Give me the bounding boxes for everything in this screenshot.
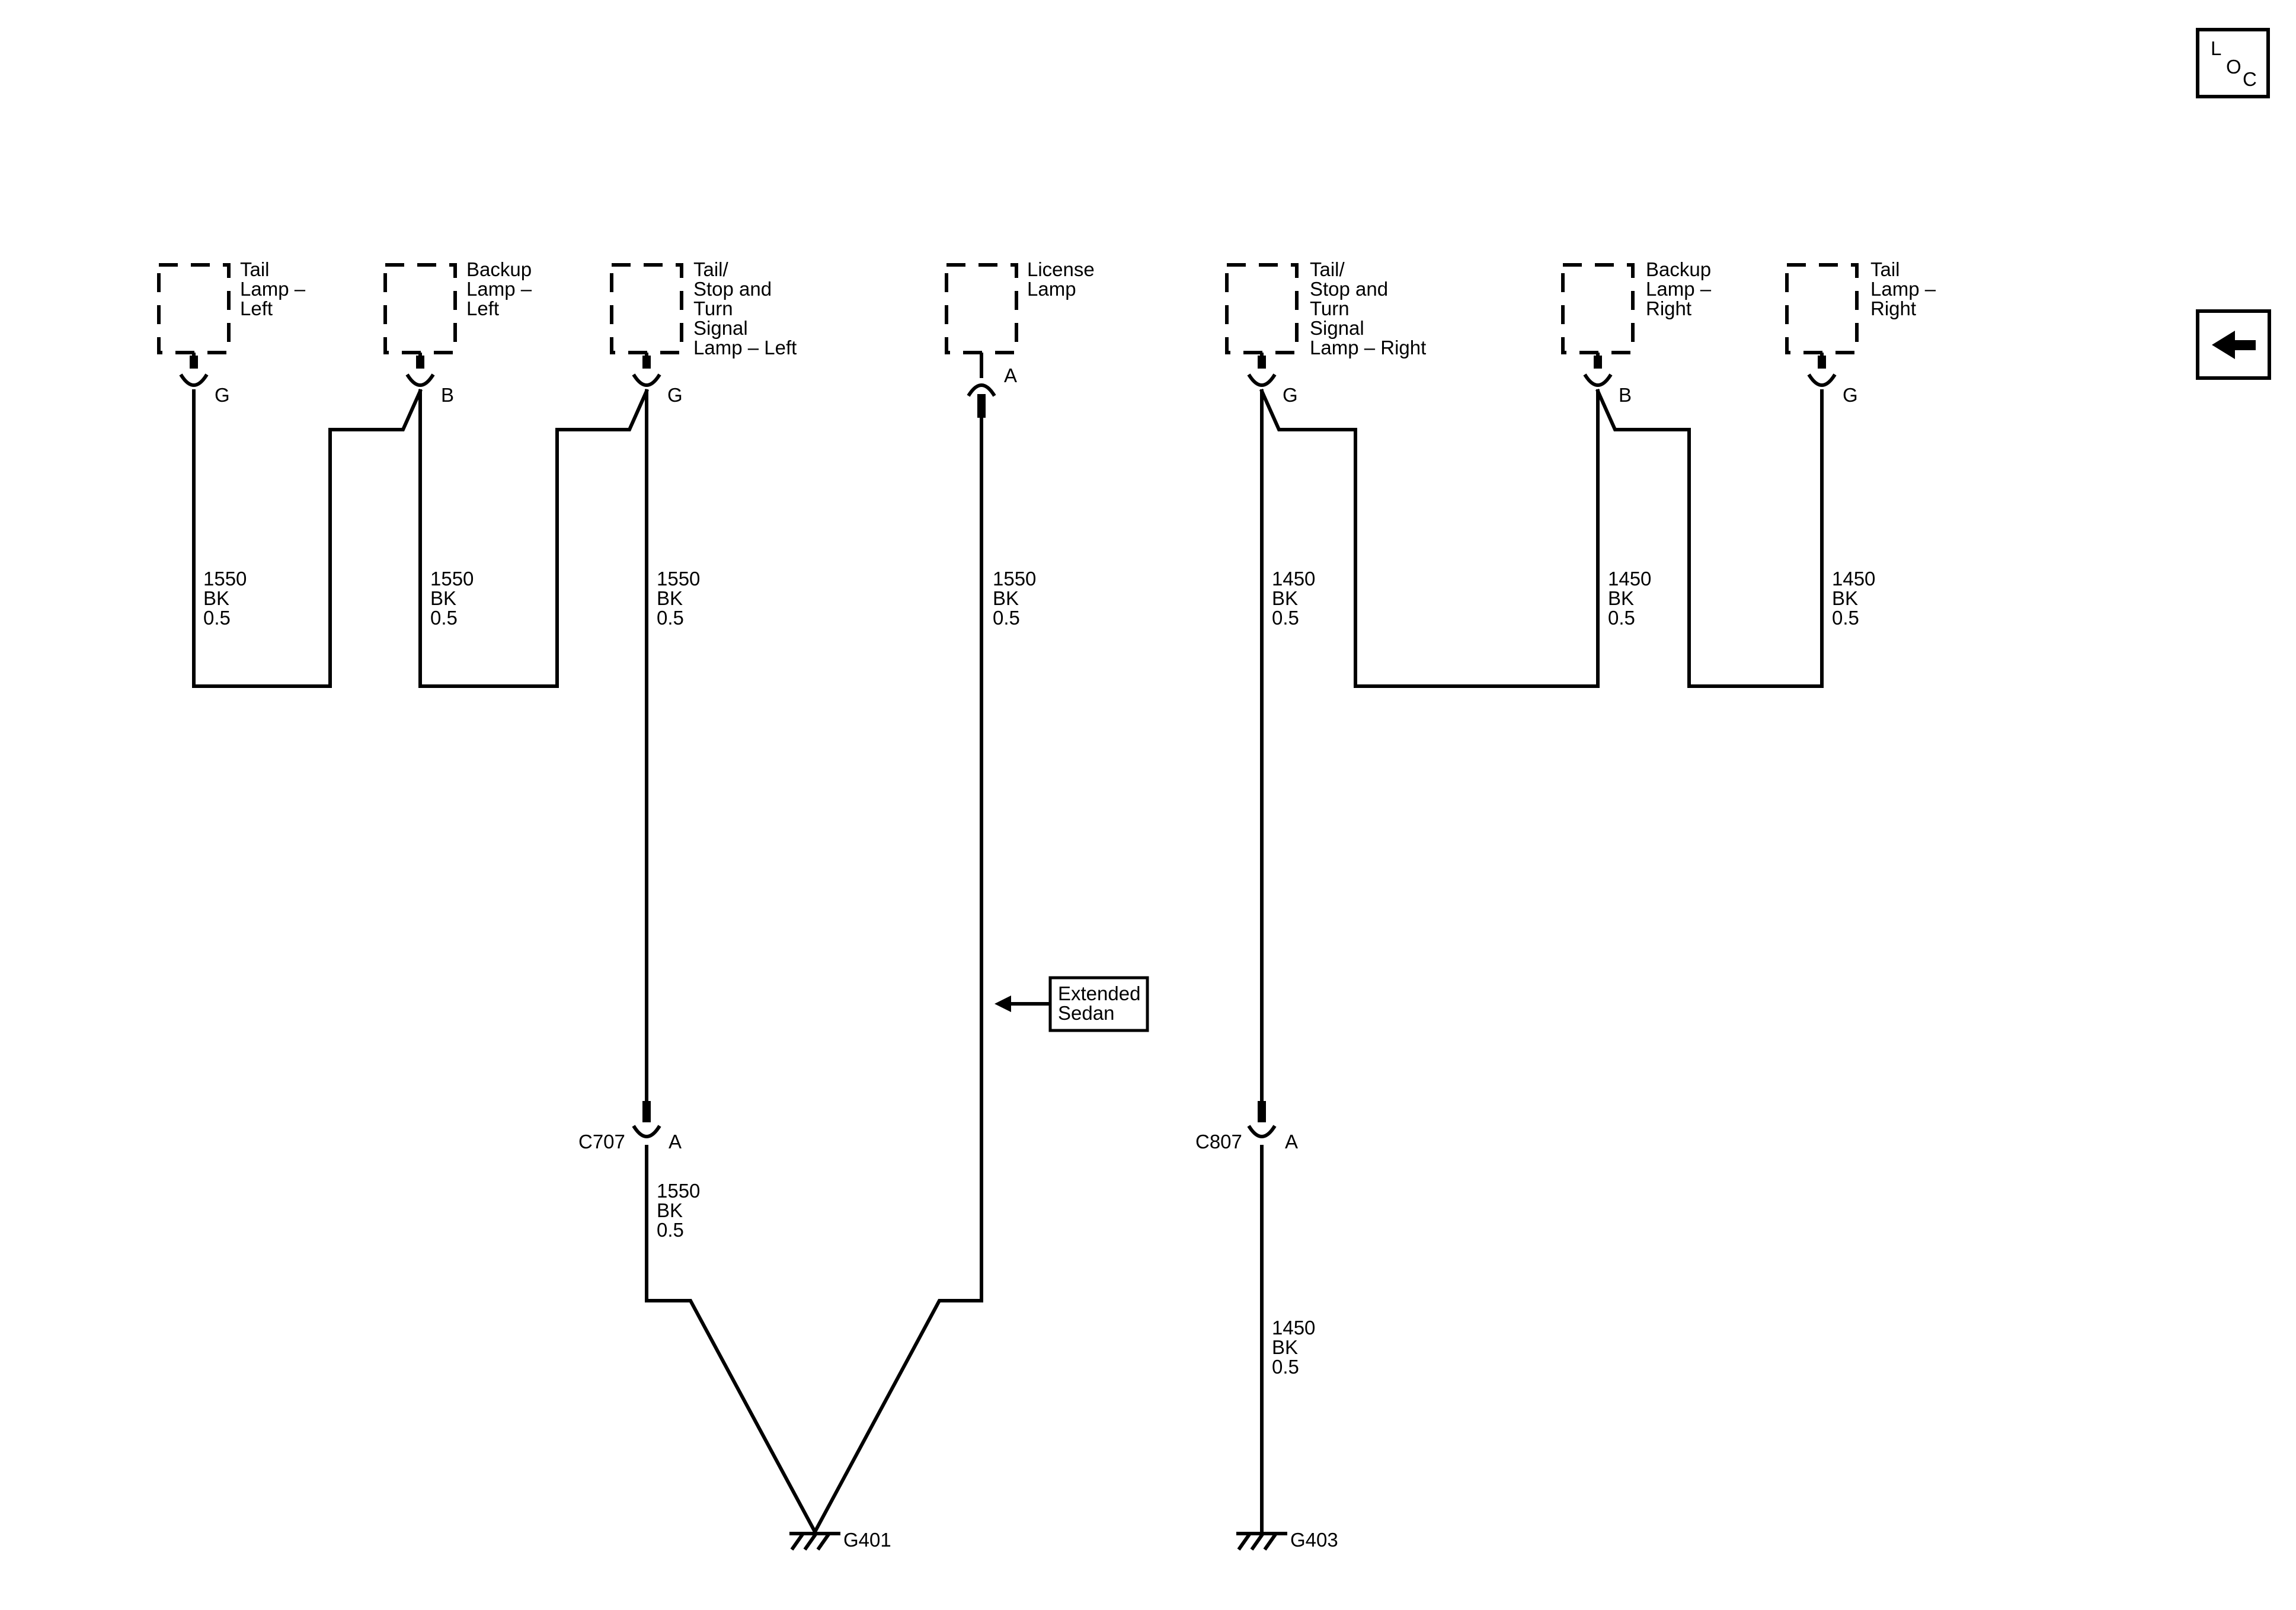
option-note-text: Extended Sedan [1058, 982, 1146, 1024]
ground-g401-icon [789, 1532, 840, 1551]
tsts-lamp-left-box [610, 263, 683, 354]
terminal-tsts-lamp-right [1247, 353, 1277, 387]
wire-backup-left-to-tsts-left [418, 389, 649, 688]
tail-lamp-right-label: Tail Lamp – Right [1870, 258, 1941, 319]
wire-label-w1: 1550 BK 0.5 [203, 568, 252, 629]
arrow-left-icon [2212, 331, 2256, 359]
pin-tsts-lamp-right: G [1283, 384, 1298, 406]
tail-lamp-right-box [1785, 263, 1859, 354]
tsts-lamp-left-label: Tail/ Stop and Turn Signal Lamp – Left [693, 258, 797, 359]
connector-c707-pin: A [669, 1131, 682, 1153]
backup-lamp-left-label: Backup Lamp – Left [466, 258, 537, 319]
connector-c707-name: C707 [578, 1131, 625, 1153]
ground-g403-icon [1236, 1532, 1287, 1551]
pin-backup-lamp-right: B [1619, 384, 1632, 406]
wire-label-w9: 1450 BK 0.5 [1272, 1317, 1321, 1378]
wire-tail-right-to-backup-right [1595, 389, 1824, 688]
wire-backup-right-to-tsts-right [1259, 389, 1600, 688]
back-button[interactable] [2196, 309, 2271, 380]
wire-label-w8: 1550 BK 0.5 [657, 1180, 706, 1241]
option-note-extended-sedan: Extended Sedan [994, 976, 1149, 1032]
backup-lamp-right-label: Backup Lamp – Right [1646, 258, 1716, 319]
terminal-tail-lamp-right [1807, 353, 1837, 387]
license-lamp-label: License Lamp [1027, 258, 1100, 300]
arrow-left-icon [994, 996, 1011, 1012]
wire-label-w5: 1450 BK 0.5 [1272, 568, 1321, 629]
loc-button[interactable]: L O C [2196, 28, 2270, 98]
tsts-lamp-right-label: Tail/ Stop and Turn Signal Lamp – Right [1310, 258, 1426, 359]
connector-c707 [632, 1101, 661, 1138]
license-lamp-box [945, 263, 1018, 354]
terminal-backup-lamp-left [405, 353, 435, 387]
wire-label-w6: 1450 BK 0.5 [1608, 568, 1657, 629]
tail-lamp-left-label: Tail Lamp – Left [240, 258, 311, 319]
terminal-tsts-lamp-left [632, 353, 661, 387]
loc-letter-c: C [2243, 68, 2257, 90]
terminal-backup-lamp-right [1583, 353, 1613, 387]
wire-tail-left-to-backup-left [192, 389, 423, 688]
wire-label-w7: 1450 BK 0.5 [1832, 568, 1881, 629]
pin-backup-lamp-left: B [441, 384, 454, 406]
tail-lamp-left-box [157, 263, 231, 354]
pin-tsts-lamp-left: G [667, 384, 683, 406]
ground-g401-label: G401 [843, 1529, 891, 1551]
loc-letter-o: O [2226, 56, 2241, 78]
wire-label-w4: 1550 BK 0.5 [993, 568, 1042, 629]
backup-lamp-left-box [383, 263, 457, 354]
backup-lamp-right-box [1561, 263, 1635, 354]
connector-c807 [1247, 1101, 1277, 1138]
pin-license-lamp: A [1004, 364, 1017, 386]
wire-c707-to-g401 [645, 1145, 818, 1535]
wire-label-w2: 1550 BK 0.5 [430, 568, 479, 629]
ground-g403-label: G403 [1290, 1529, 1338, 1551]
connector-c807-name: C807 [1195, 1131, 1242, 1153]
loc-letter-l: L [2211, 37, 2221, 59]
pin-tail-lamp-left: G [215, 384, 230, 406]
terminal-tail-lamp-left [179, 353, 209, 387]
wire-license-lamp-to-g401 [812, 416, 983, 1535]
wire-label-w3: 1550 BK 0.5 [657, 568, 706, 629]
tsts-lamp-right-box [1225, 263, 1299, 354]
connector-c807-pin: A [1285, 1131, 1298, 1153]
terminal-license-lamp [967, 353, 996, 418]
pin-tail-lamp-right: G [1843, 384, 1858, 406]
